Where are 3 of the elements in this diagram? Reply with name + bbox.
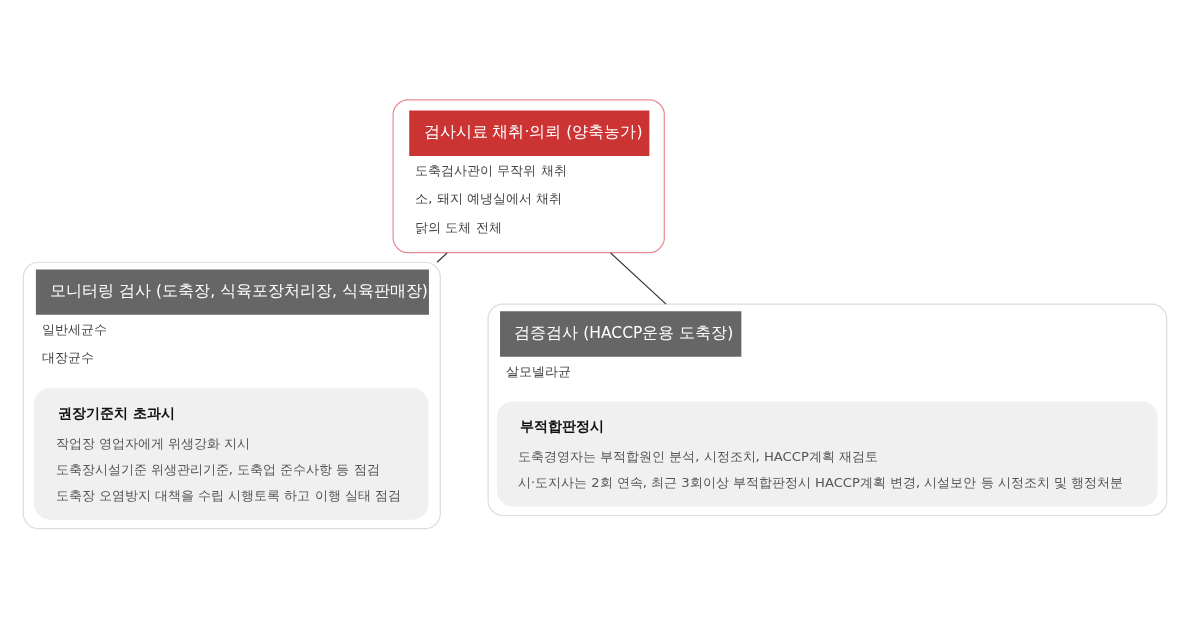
connector xyxy=(610,251,667,305)
node-box: 검사시료 채취·의뢰 (양축농가) 도축검사관이 무작위 채취 소, 돼지 예냉실에서 채취 닭의 도체 전체 xyxy=(392,98,665,253)
connector xyxy=(436,251,448,263)
